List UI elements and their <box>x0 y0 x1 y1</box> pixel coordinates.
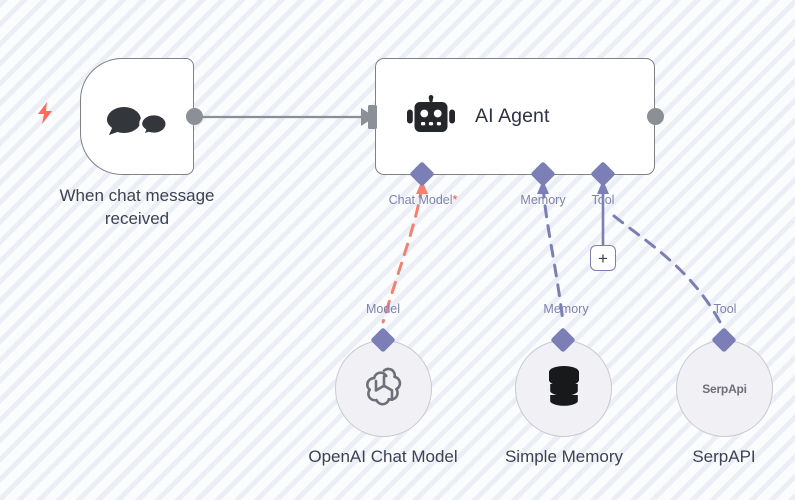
node-title-ai-agent: AI Agent <box>475 105 550 127</box>
openai-logo-icon <box>360 362 408 415</box>
database-icon <box>542 363 586 414</box>
agent-output-connector[interactable] <box>647 108 664 125</box>
serpapi-wordmark-icon: SerpApi <box>702 381 747 396</box>
trigger-output-connector[interactable] <box>186 108 203 125</box>
add-tool-button[interactable]: + <box>590 245 616 271</box>
node-caption-simple-memory: Simple Memory <box>504 447 624 466</box>
robot-icon <box>407 94 455 139</box>
port-label-openai-model: Model <box>365 302 401 316</box>
agent-input-connector[interactable] <box>368 105 377 129</box>
port-label-tool: Tool <box>591 193 615 207</box>
node-caption-openai-chat-model: OpenAI Chat Model <box>308 447 458 466</box>
chat-bubbles-icon <box>105 89 169 144</box>
node-when-chat-message-received[interactable] <box>80 58 194 175</box>
lightning-bolt-icon <box>36 102 54 129</box>
node-openai-chat-model[interactable] <box>335 340 432 437</box>
port-label-simple-memory: Memory <box>543 302 589 316</box>
node-ai-agent[interactable]: AI Agent <box>375 58 655 175</box>
port-label-chat-model: Chat Model* <box>388 193 458 207</box>
node-caption-serpapi: SerpAPI <box>692 447 756 466</box>
node-simple-memory[interactable] <box>515 340 612 437</box>
node-serpapi[interactable]: SerpApi <box>676 340 773 437</box>
port-label-serpapi-tool: Tool <box>713 302 737 316</box>
node-caption-trigger: When chat message received <box>59 186 215 228</box>
port-label-memory: Memory <box>520 193 566 207</box>
